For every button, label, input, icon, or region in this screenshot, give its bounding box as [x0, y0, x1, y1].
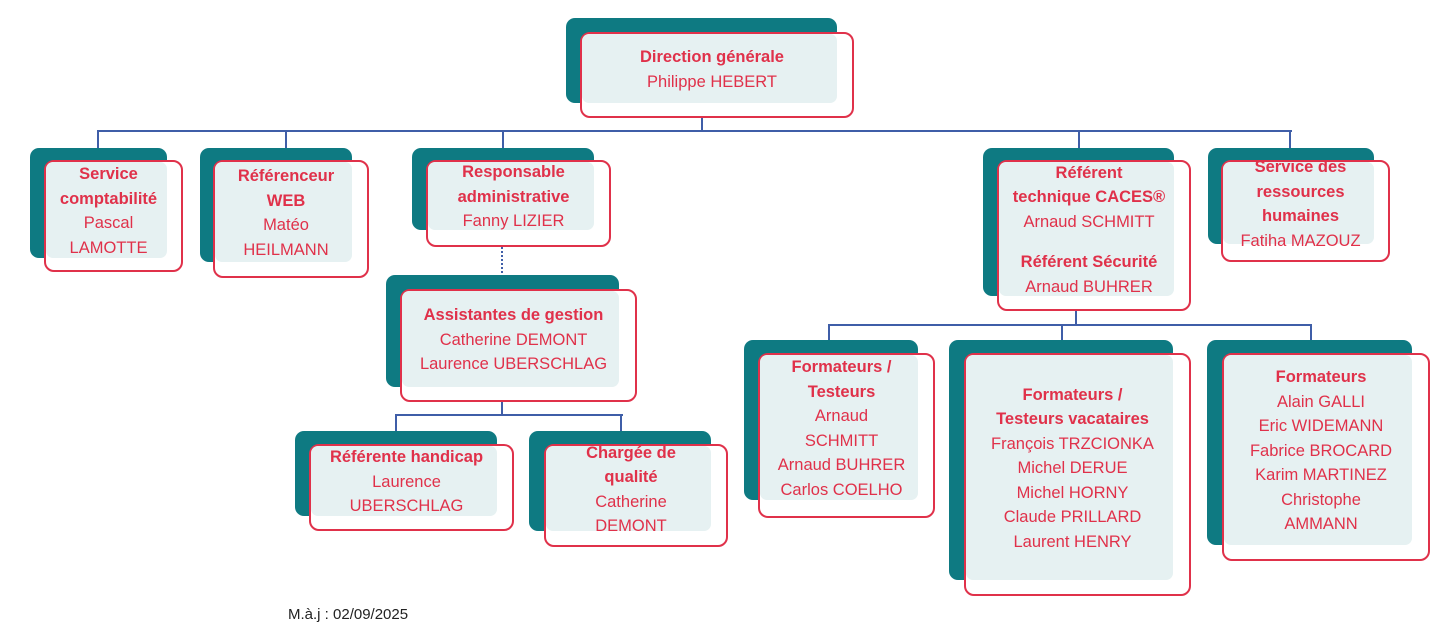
connector-line — [395, 414, 623, 416]
node-person-name: Eric WIDEMANN — [1258, 417, 1384, 436]
node-person-name: Carlos COELHO — [780, 480, 903, 499]
node-title: comptabilité — [59, 189, 158, 208]
connector-line — [1061, 324, 1063, 353]
node-title: Formateurs / — [791, 358, 892, 376]
node-person-name: Fanny LIZIER — [462, 212, 565, 231]
node-person-name: Michel DERUE — [1017, 459, 1128, 478]
node-fill — [1223, 162, 1374, 244]
node-person-name: Laurence — [372, 472, 441, 491]
node-fill — [966, 355, 1173, 580]
node-person-name: Christophe — [1281, 490, 1361, 509]
node-title: technique CACES® — [1012, 188, 1166, 207]
node-person-name: DEMONT — [595, 517, 667, 535]
connector-line — [1075, 311, 1077, 325]
node-person-name: Catherine — [595, 492, 667, 511]
node-person-name: Alain GALLI — [1276, 392, 1366, 411]
connector-line — [501, 402, 503, 415]
node-person-name: Arnaud BUHRER — [1025, 277, 1153, 296]
node-title: Référent — [1055, 163, 1123, 182]
node-person-name: HEILMANN — [243, 240, 329, 259]
node-person-name: Karim MARTINEZ — [1255, 466, 1387, 485]
node-person-name: François TRZCIONKA — [991, 434, 1154, 453]
connector-line — [285, 130, 287, 160]
node-fill — [546, 446, 711, 531]
node-person-name: SCHMITT — [804, 431, 879, 450]
node-person-name: Claude PRILLARD — [1003, 508, 1142, 527]
node-title: ressources — [1256, 182, 1345, 201]
node-title: Service des — [1254, 158, 1347, 176]
node-text: Référent technique CACES® Arnaud SCHMITT Ré… — [939, 160, 1239, 300]
node-title: Référenceur — [237, 167, 335, 185]
node-person-name: Fabrice BROCARD — [1249, 441, 1393, 460]
node-fill — [999, 162, 1174, 296]
node-person-name: Laurence UBERSCHLAG — [419, 355, 608, 374]
node-person-name: Catherine DEMONT — [439, 330, 588, 349]
node-fill — [760, 355, 918, 500]
node-fill — [402, 291, 619, 387]
node-title: Testeurs — [807, 382, 876, 401]
node-title: Référent Sécurité — [1020, 253, 1158, 272]
connector-line — [97, 130, 1292, 132]
node-person-name: Fatiha MAZOUZ — [1240, 231, 1361, 250]
connector-line — [97, 130, 99, 160]
node-title: humaines — [1261, 207, 1340, 225]
connector-line — [620, 414, 622, 444]
connector-line — [828, 324, 830, 353]
connector-dotted-line — [501, 247, 503, 289]
node-person-name: Pascal — [83, 214, 134, 232]
node-title: Référente handicap — [329, 448, 484, 467]
node-title: Direction générale — [640, 48, 784, 66]
node-person-name: Michel HORNY — [1016, 483, 1129, 502]
node-person-name: UBERSCHLAG — [349, 497, 464, 516]
node-title: administrative — [457, 187, 570, 206]
node-person-name: Matéo — [263, 216, 309, 234]
update-date: M.à.j : 02/09/2025 — [288, 606, 409, 623]
node-person-name: Philippe HEBERT — [647, 72, 777, 91]
connector-line — [1310, 324, 1312, 353]
node-person-name: AMMANN — [1284, 515, 1358, 534]
node-fill — [46, 162, 167, 258]
node-fill — [1224, 355, 1412, 545]
node-person-name: Arnaud BUHRER — [777, 456, 906, 474]
node-title: Formateurs — [1275, 368, 1367, 387]
connector-line — [701, 118, 703, 132]
node-title: WEB — [266, 191, 306, 210]
node-title: Responsable — [462, 163, 565, 182]
connector-line — [1289, 130, 1291, 160]
node-fill — [428, 162, 594, 230]
node-person-name: Arnaud — [814, 407, 869, 425]
node-title: Formateurs / — [1022, 385, 1123, 404]
node-fill — [311, 446, 497, 516]
node-person-name: LAMOTTE — [69, 238, 148, 257]
node-fill — [582, 34, 837, 103]
connector-line — [395, 414, 397, 444]
node-title: Chargée de — [586, 443, 676, 462]
node-title: Testeurs vacataires — [996, 410, 1149, 429]
node-person-name: Arnaud SCHMITT — [1023, 212, 1155, 231]
node-title: Assistantes de gestion — [423, 306, 604, 325]
connector-line — [1078, 130, 1080, 160]
connector-line — [502, 130, 504, 160]
node-title: Service — [79, 165, 138, 183]
connector-line — [828, 324, 1312, 326]
node-fill — [215, 162, 352, 262]
node-title: qualité — [604, 468, 658, 486]
node-person-name: Laurent HENRY — [1013, 532, 1132, 551]
